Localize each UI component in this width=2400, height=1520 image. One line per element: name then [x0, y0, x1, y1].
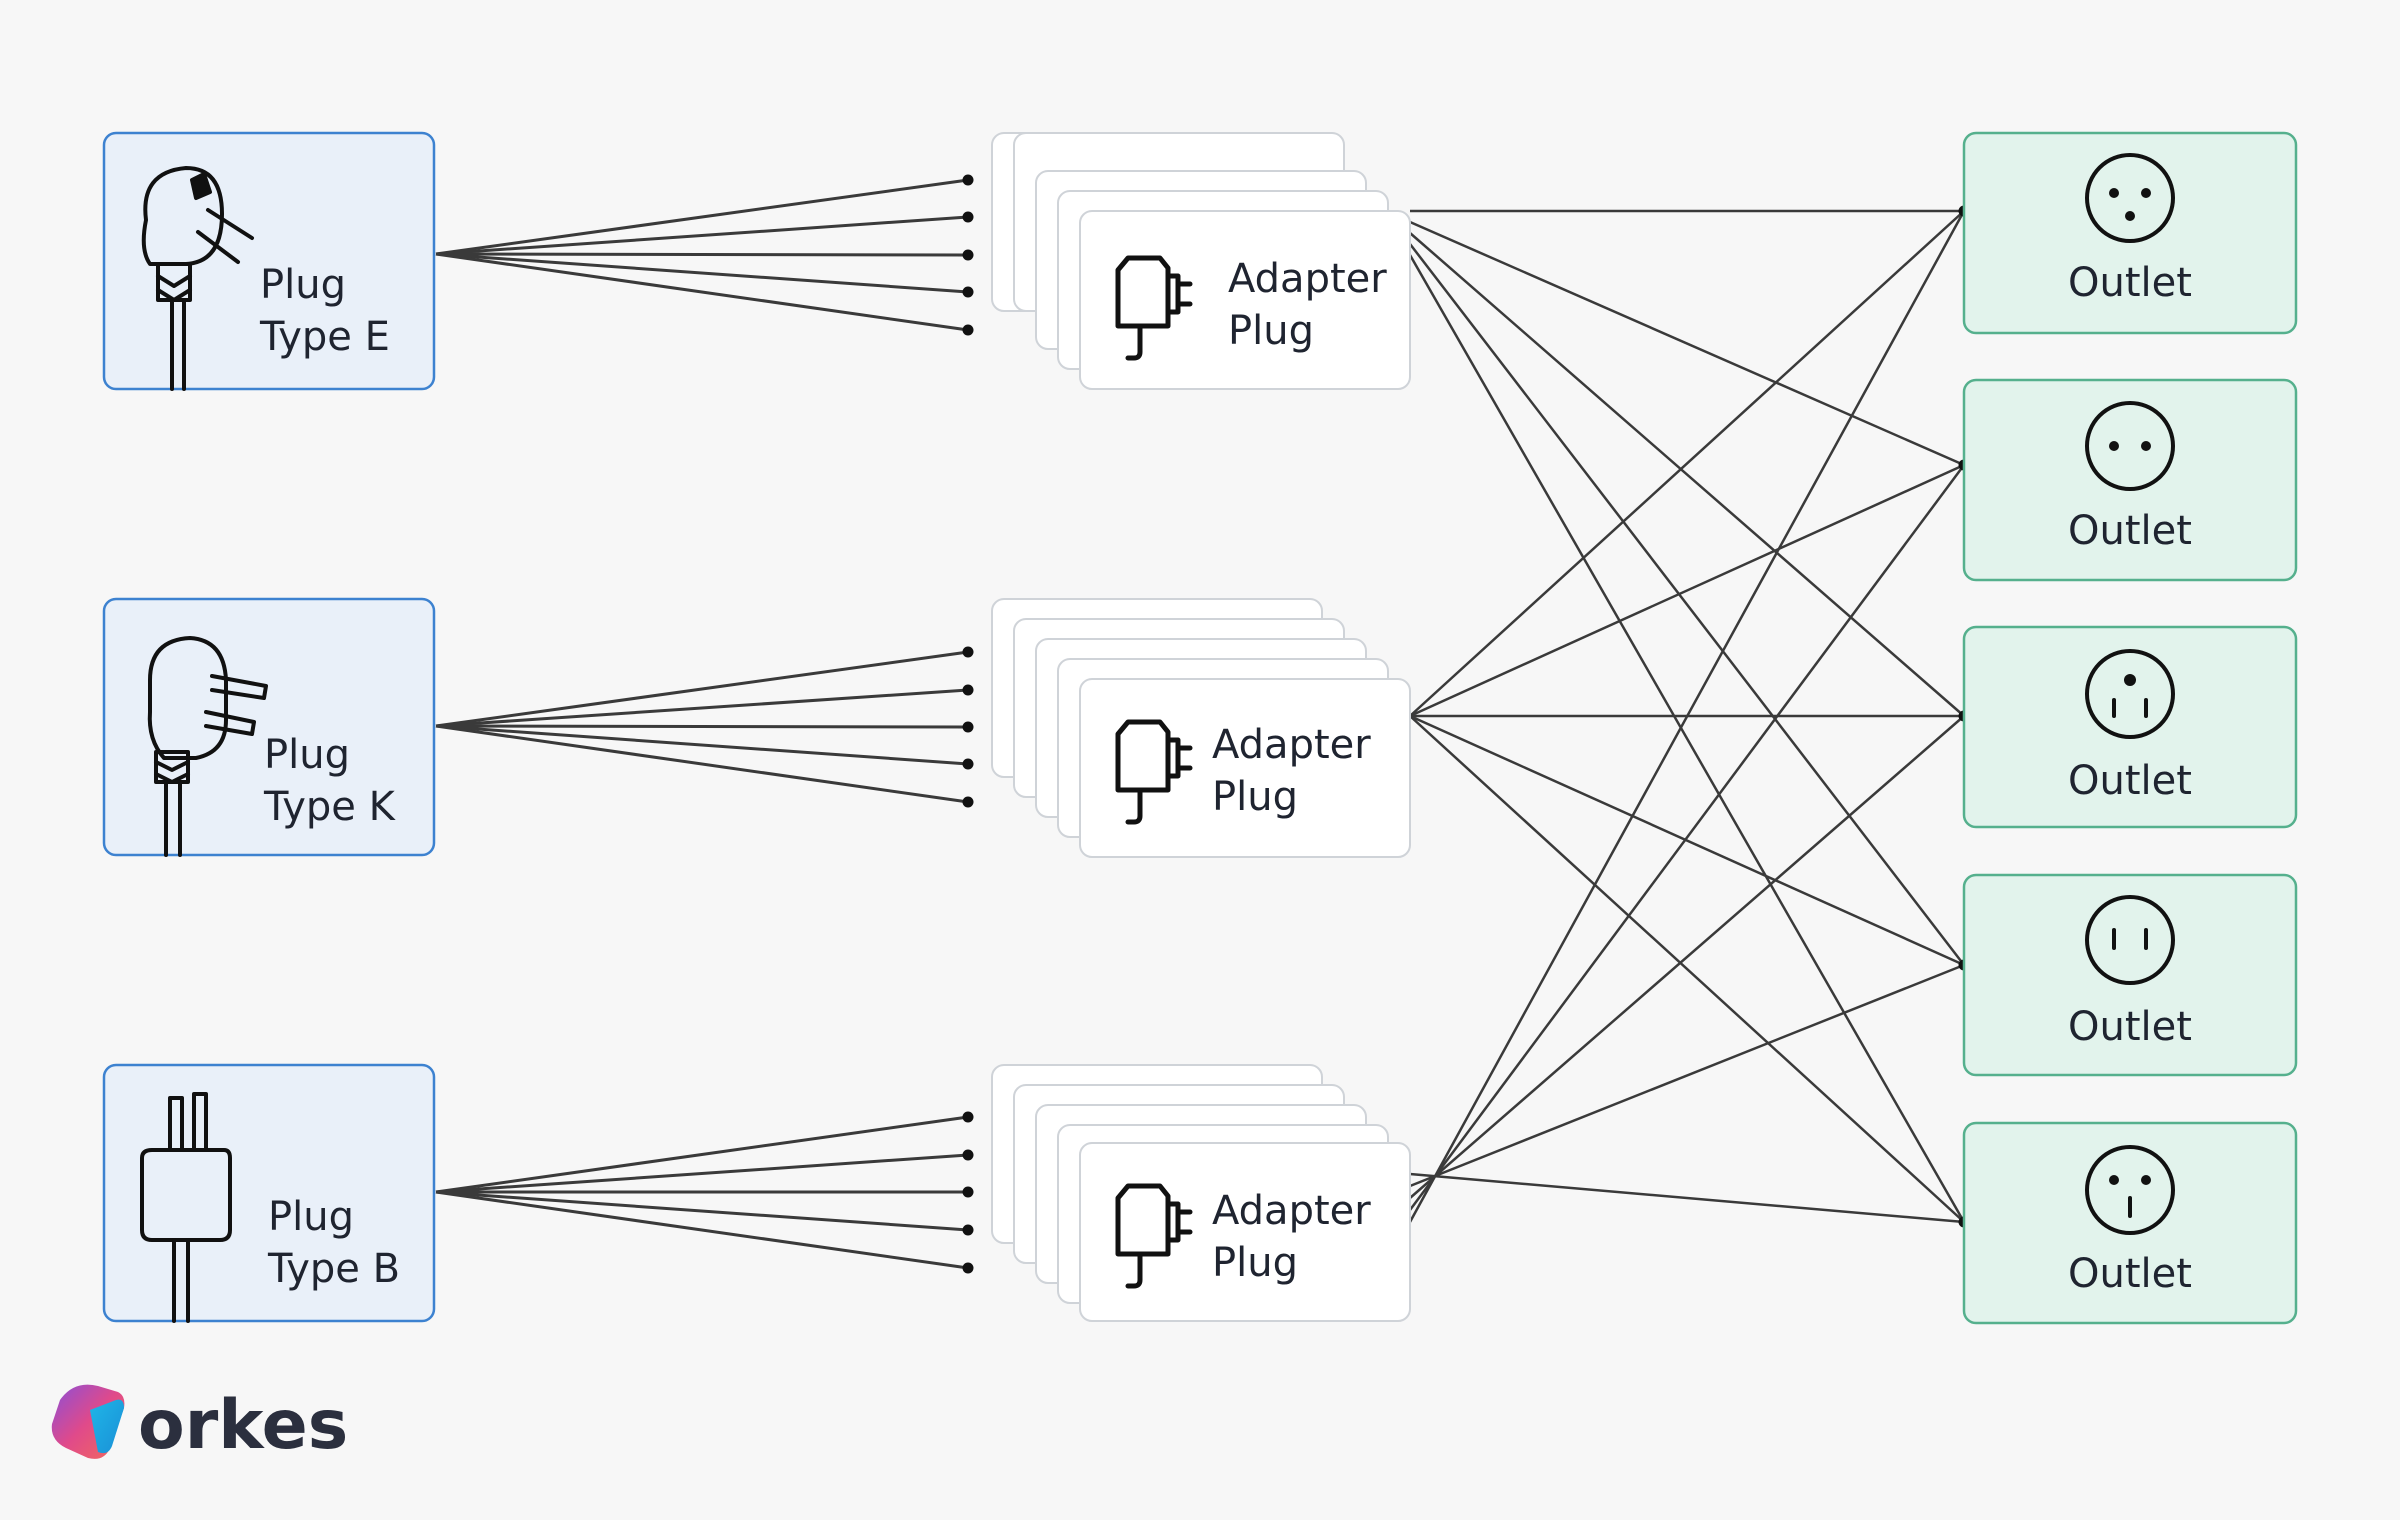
plug-label-line1: Plug — [264, 732, 350, 778]
orkes-logo-icon — [51, 1384, 125, 1459]
fan-connector-line — [435, 1153, 969, 1194]
fan-connector-line — [435, 1190, 969, 1232]
plug-label-line2: Type B — [267, 1246, 400, 1292]
fan-connector-line — [435, 252, 969, 257]
connector-dot — [962, 324, 974, 336]
adapter-outlet-line — [1409, 963, 1965, 1188]
outlet-node-1: Outlet — [1962, 131, 2298, 335]
connector-dot — [962, 684, 974, 696]
adapter-label-line1: Adapter — [1228, 256, 1387, 302]
power-adapter-icon — [1115, 1183, 1193, 1289]
connector-dot — [962, 1149, 974, 1161]
power-adapter-icon — [1115, 255, 1193, 361]
connector-dot — [962, 721, 974, 733]
fan-connector-line — [435, 1190, 969, 1270]
connector-dot — [962, 211, 974, 223]
connector-dot — [962, 1186, 974, 1198]
plug-to-adapter-lines — [435, 174, 974, 1274]
plug-label-line2: Type K — [263, 784, 397, 830]
adapter-outlet-line — [1409, 714, 1965, 967]
connector-dot — [962, 286, 974, 298]
outlet-node-5: Outlet — [1962, 1121, 2298, 1325]
plug-label-line1: Plug — [260, 262, 346, 308]
adapter-card-front — [1079, 678, 1411, 858]
connector-dot — [962, 646, 974, 658]
adapter-outlet-line — [1409, 715, 1965, 1199]
fan-connector-line — [435, 650, 969, 728]
socket-grounded-icon — [2085, 1145, 2175, 1235]
connector-dot — [962, 1224, 974, 1236]
adapter-label-line1: Adapter — [1212, 1188, 1371, 1234]
socket-two-slot-icon — [2085, 895, 2175, 985]
power-adapter-icon — [1115, 719, 1193, 825]
outlet-label: Outlet — [2068, 758, 2192, 804]
adapter-label-line1: Adapter — [1212, 722, 1371, 768]
connector-dot — [962, 1111, 974, 1123]
connector-dot — [962, 1262, 974, 1274]
adapter-outlet-line — [1409, 243, 1965, 966]
connector-dot — [962, 758, 974, 770]
adapter-outlet-line — [1408, 464, 1966, 1211]
adapter-outlet-line — [1409, 232, 1965, 717]
fan-connector-line — [435, 724, 969, 766]
connector-dot — [962, 796, 974, 808]
adapter-stack-3: Adapter Plug — [991, 1064, 1411, 1322]
plug-label-line2: Type E — [259, 314, 390, 360]
outlet-label: Outlet — [2068, 508, 2192, 554]
adapter-outlet-line — [1409, 715, 1965, 1223]
connector-dot — [962, 249, 974, 261]
outlet-label: Outlet — [2068, 1004, 2192, 1050]
fan-connector-line — [435, 1115, 969, 1194]
adapter-label-line2: Plug — [1228, 308, 1314, 354]
adapter-to-outlet-lines — [1408, 205, 1970, 1228]
socket-three-hole-icon — [2085, 153, 2175, 243]
adapter-label-line2: Plug — [1212, 1240, 1298, 1286]
plug-type-b-node: Plug Type B — [102, 1063, 436, 1323]
adapter-stack-2: Adapter Plug — [991, 598, 1411, 858]
fan-connector-line — [435, 252, 969, 332]
orkes-brand: orkes — [51, 1384, 348, 1465]
adapter-card-front — [1079, 210, 1411, 390]
adapter-outlet-line — [1408, 210, 1966, 1223]
connector-dot — [962, 174, 974, 186]
brand-name: orkes — [138, 1386, 348, 1465]
fan-connector-line — [435, 688, 969, 728]
outlet-label: Outlet — [2068, 260, 2192, 306]
plug-type-k-node: Plug Type K — [102, 597, 436, 857]
fan-connector-line — [435, 178, 969, 256]
fan-connector-line — [435, 724, 969, 804]
outlet-node-3: Outlet — [1962, 625, 2298, 829]
adapter-outlet-line — [1409, 463, 1965, 718]
outlet-label: Outlet — [2068, 1251, 2192, 1297]
plug-type-k-icon — [147, 636, 268, 857]
plug-type-e-node: Plug Type E — [102, 131, 436, 391]
fan-connector-line — [435, 252, 969, 294]
socket-three-prong-icon — [2085, 649, 2175, 739]
adapter-outlet-line — [1409, 210, 1965, 717]
adapter-label-line2: Plug — [1212, 774, 1298, 820]
outlet-node-2: Outlet — [1962, 378, 2298, 582]
adapter-outlet-line — [1409, 220, 1965, 467]
plug-type-b-icon — [140, 1092, 232, 1323]
outlet-node-4: Outlet — [1962, 873, 2298, 1077]
fan-connector-line — [435, 215, 969, 256]
plug-type-e-icon — [141, 166, 254, 391]
fan-connector-line — [435, 724, 969, 729]
adapter-outlet-line — [1408, 254, 1966, 1223]
plug-label-line1: Plug — [268, 1194, 354, 1240]
adapter-stack-1: Adapter Plug — [991, 132, 1411, 390]
adapter-outlet-line — [1409, 1172, 1965, 1224]
socket-two-hole-icon — [2085, 401, 2175, 491]
